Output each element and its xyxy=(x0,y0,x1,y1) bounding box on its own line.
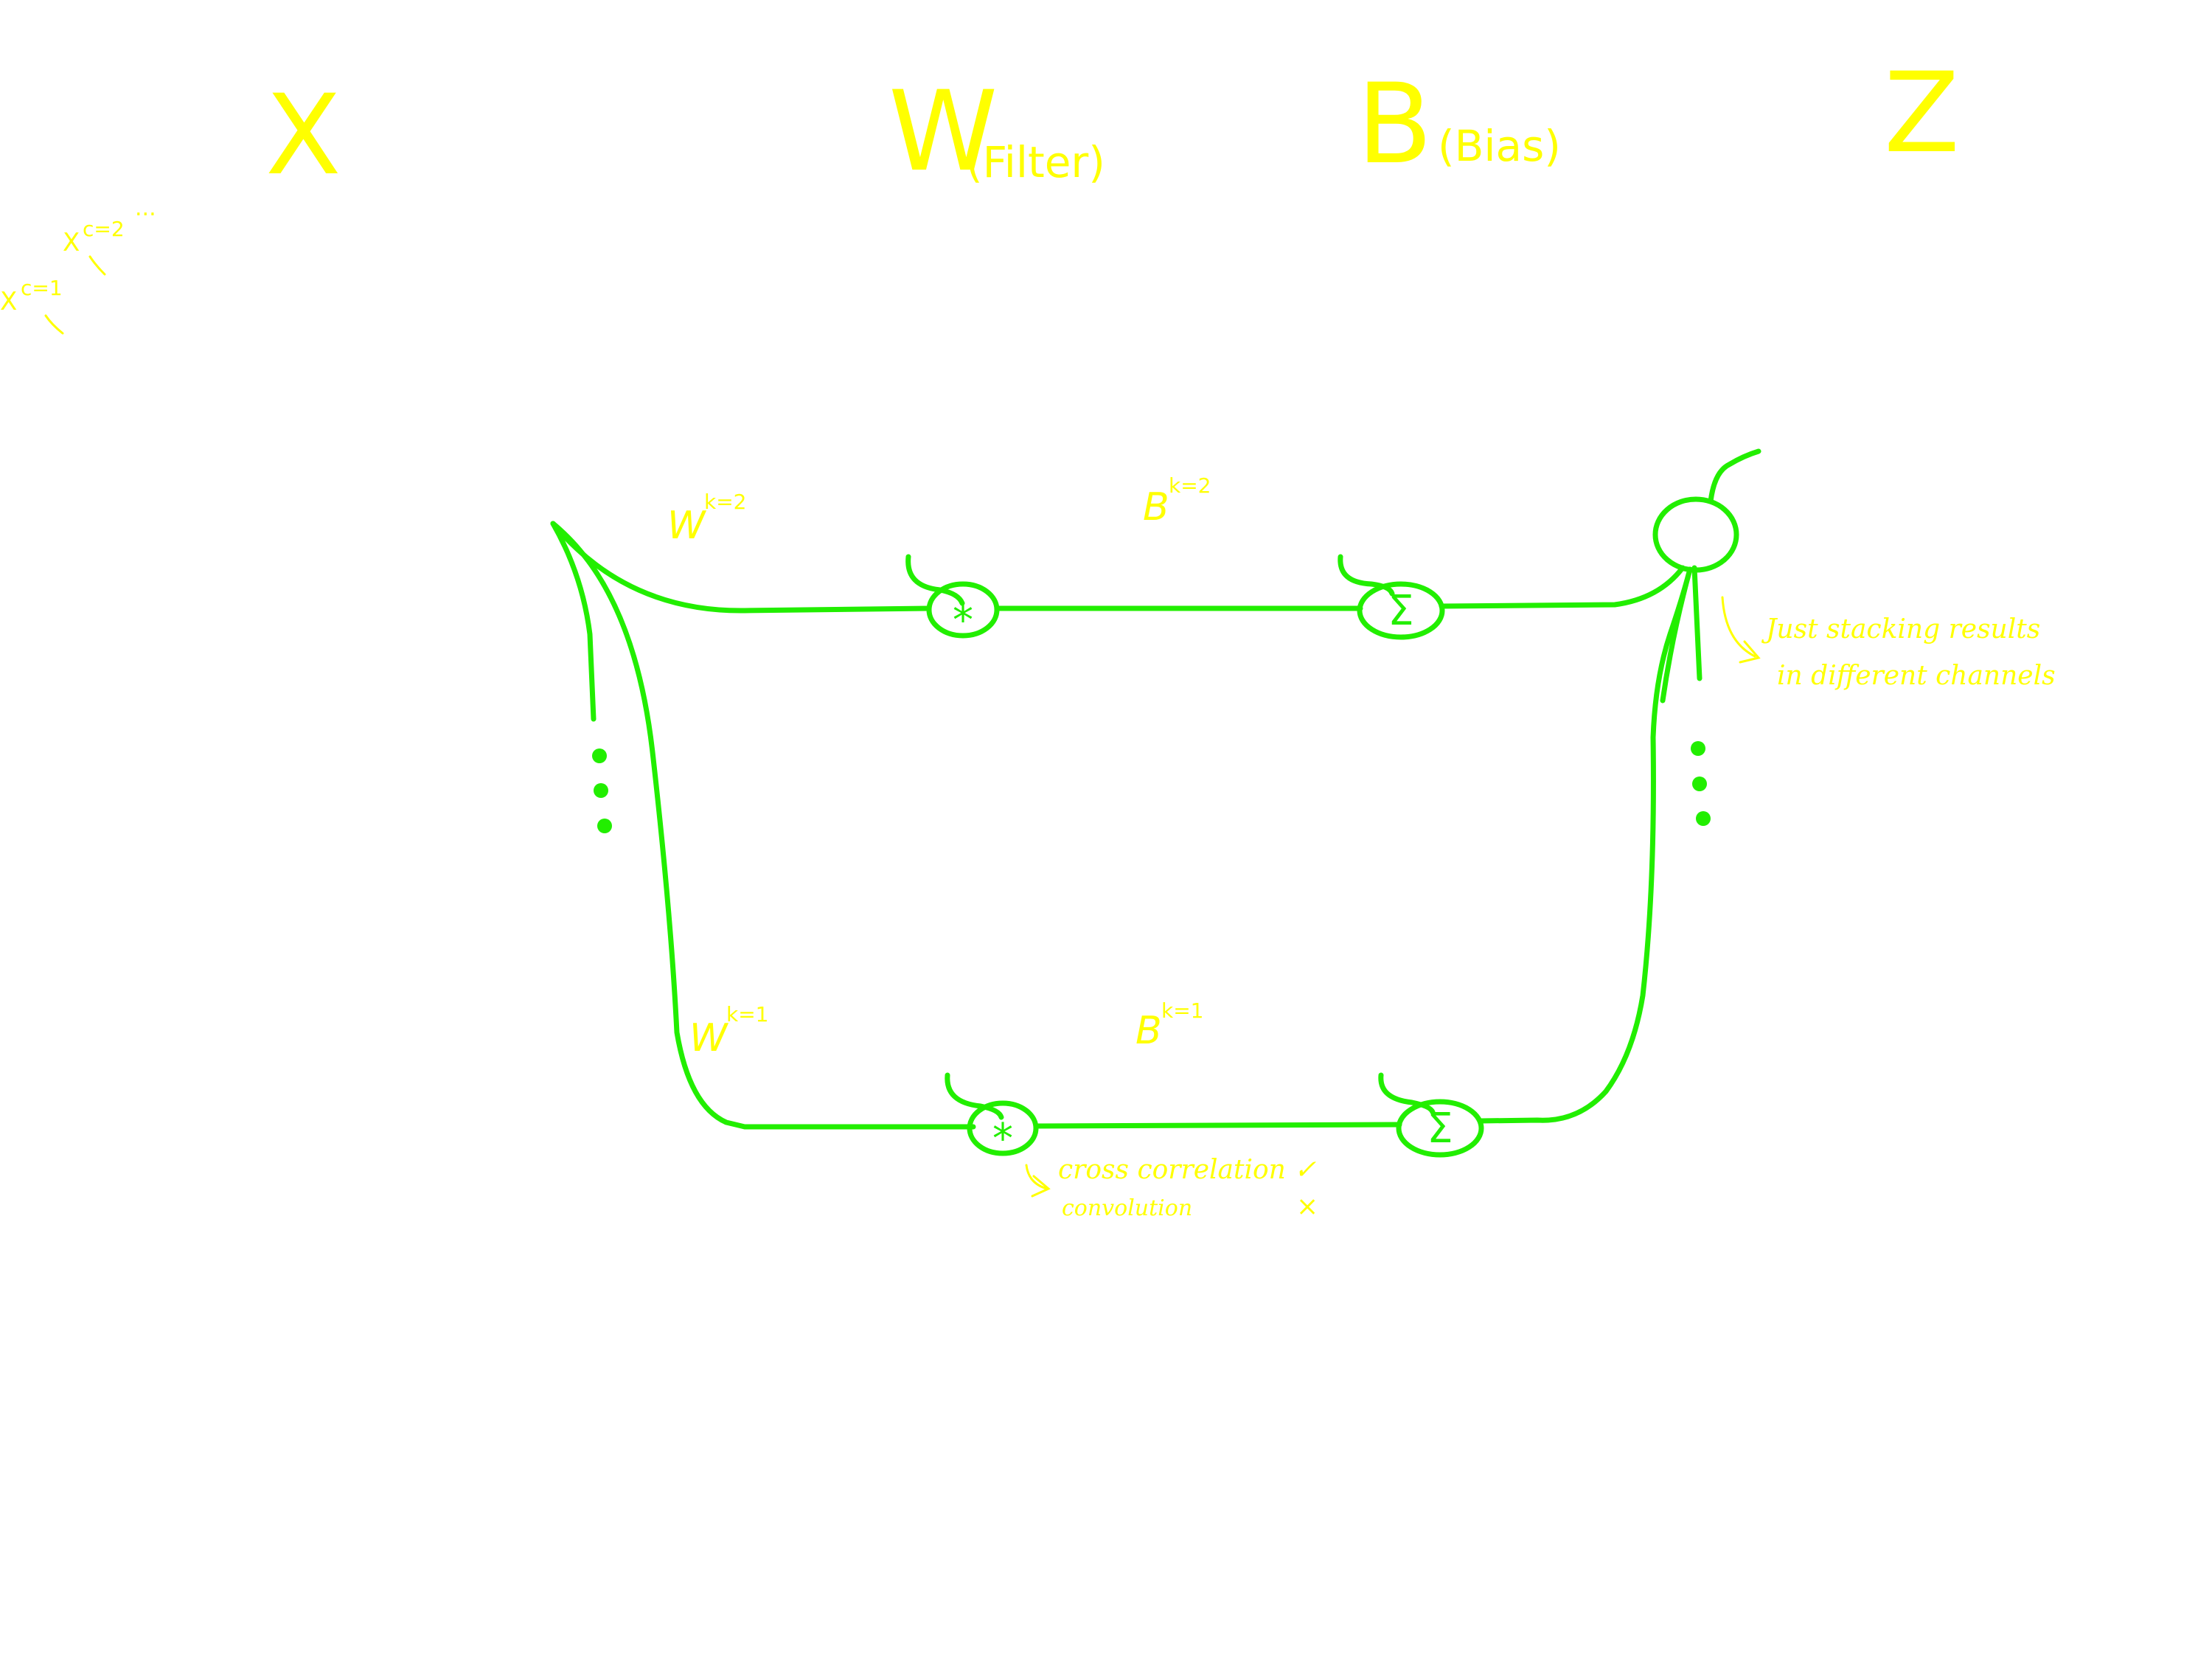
header-x: X xyxy=(265,72,341,200)
top-bias-feed xyxy=(1338,554,1395,597)
w-k1-label: W xyxy=(689,1016,729,1060)
top-sum-symbol: Σ xyxy=(1388,587,1413,635)
right-vertical-ellipsis xyxy=(1691,741,1711,826)
channel-ellipsis: ... xyxy=(135,195,156,221)
b-k1-sup: k=1 xyxy=(1161,998,1204,1023)
bottom-filter-feed xyxy=(945,1072,1004,1120)
stacking-note-line2: in different channels xyxy=(1777,661,2056,691)
wires xyxy=(550,448,1761,1130)
input-strand-ellipsis xyxy=(550,521,597,722)
cross-correlation-check: ✓ xyxy=(1294,1155,1316,1185)
output-strand-middle xyxy=(1691,565,1703,681)
w-k2-sup: k=2 xyxy=(704,490,747,514)
x-c2-arrow xyxy=(88,255,106,276)
w-k2-label: W xyxy=(667,504,707,548)
left-vertical-ellipsis xyxy=(592,748,612,833)
b-k2-sup: k=2 xyxy=(1169,473,1211,498)
top-conv-node: * xyxy=(926,581,1000,645)
top-conv-symbol: * xyxy=(953,597,973,645)
channel-annotations: X c=1 X c=2 ... xyxy=(0,195,156,335)
stacking-note-line1: Just stacking results xyxy=(1761,614,2040,645)
bottom-sum-node: Σ xyxy=(1396,1099,1484,1158)
bottom-conv-node: * xyxy=(967,1100,1039,1163)
input-to-bottom-branch xyxy=(550,521,976,1130)
cross-note-arrow xyxy=(1025,1164,1051,1198)
stacking-note: Just stacking results in different chann… xyxy=(1721,596,2056,691)
stacking-note-arrow xyxy=(1721,596,1761,664)
bottom-conv-to-sum xyxy=(1033,1122,1402,1129)
convolution-label: convolution xyxy=(1062,1195,1192,1221)
convolution-cross: × xyxy=(1296,1192,1318,1222)
x-c1-arrow xyxy=(44,314,64,335)
b-k1-label: B xyxy=(1135,1009,1162,1053)
x-c2-label: X xyxy=(63,228,80,257)
x-c1-label: X xyxy=(0,287,17,316)
bottom-bias-feed xyxy=(1378,1072,1436,1115)
output-strand-inner xyxy=(1660,566,1693,704)
b-k2-label: B xyxy=(1143,485,1169,529)
bottom-sum-to-output xyxy=(1478,566,1693,1124)
w-k1-sup: k=1 xyxy=(726,1002,769,1026)
bottom-sum-symbol: Σ xyxy=(1427,1105,1453,1153)
top-sum-node: Σ xyxy=(1357,581,1445,640)
output-stack-node xyxy=(1652,496,1739,573)
header-w-sub: (Filter) xyxy=(966,137,1105,187)
x-c2-sup: c=2 xyxy=(83,217,125,241)
bottom-conv-symbol: * xyxy=(992,1115,1013,1163)
top-sum-to-output xyxy=(1439,565,1686,609)
x-c1-sup: c=1 xyxy=(21,276,63,300)
cross-correlation-note: cross correlation ✓ convolution × xyxy=(1025,1155,1318,1222)
output-top-tail xyxy=(1708,448,1761,504)
header-w: W xyxy=(888,68,998,196)
cross-correlation-label: cross correlation xyxy=(1058,1155,1286,1185)
header-b: B xyxy=(1357,60,1433,189)
header-z: Z xyxy=(1884,49,1960,178)
header-b-sub: (Bias) xyxy=(1438,121,1561,171)
